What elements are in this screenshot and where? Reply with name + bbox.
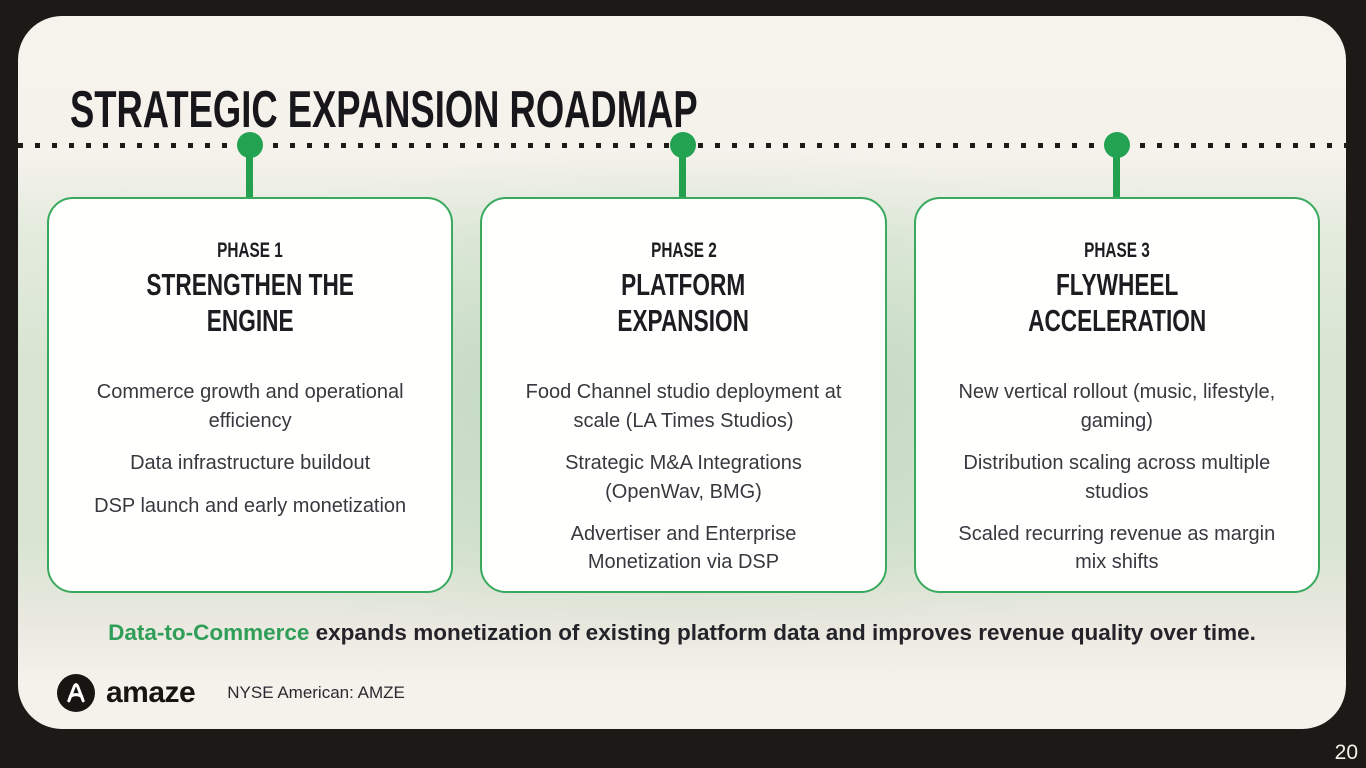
timeline-stem-1	[246, 145, 253, 203]
takeaway-rest: expands monetization of existing platfor…	[309, 620, 1256, 645]
page-title-text: STRATEGIC EXPANSION ROADMAP	[70, 80, 698, 139]
page-title: STRATEGIC EXPANSION ROADMAP	[70, 81, 967, 141]
list-item: Food Channel studio deployment at scale …	[525, 381, 842, 432]
phase-2-items: Food Channel studio deployment at scale …	[520, 378, 846, 576]
list-item: Strategic M&A Integrations (OpenWav, BMG…	[565, 452, 802, 503]
phase-cards-row: PHASE 1 STRENGTHEN THE ENGINE Commerce g…	[47, 197, 1320, 593]
takeaway-statement: Data-to-Commerce expands monetization of…	[18, 618, 1346, 648]
amaze-logo-icon	[57, 674, 95, 712]
list-item: Commerce growth and operational efficien…	[96, 381, 404, 432]
brand-wordmark: amaze	[106, 676, 196, 709]
phase-3-items: New vertical rollout (music, lifestyle, …	[954, 378, 1280, 576]
page-number: 20	[1334, 740, 1358, 764]
slide-canvas: STRATEGIC EXPANSION ROADMAP PHASE 1 STRE…	[18, 16, 1346, 729]
list-item: Data infrastructure buildout	[130, 452, 371, 475]
list-item: DSP launch and early monetization	[94, 494, 407, 517]
phase-card-2: PHASE 2 PLATFORM EXPANSION Food Channel …	[480, 197, 887, 593]
phase-card-1: PHASE 1 STRENGTHEN THE ENGINE Commerce g…	[47, 197, 454, 593]
takeaway-highlight: Data-to-Commerce	[108, 620, 310, 645]
timeline-stem-2	[679, 145, 686, 203]
timeline-stem-3	[1113, 145, 1120, 203]
phase-card-3: PHASE 3 FLYWHEEL ACCELERATION New vertic…	[913, 197, 1320, 593]
ticker-label: NYSE American: AMZE	[227, 683, 405, 702]
list-item: New vertical rollout (music, lifestyle, …	[958, 381, 1276, 432]
timeline-marker-icon-1	[237, 132, 263, 158]
phase-1-items: Commerce growth and operational efficien…	[87, 378, 413, 520]
timeline-marker-icon-3	[1104, 132, 1130, 158]
phase-2-title: PLATFORM EXPANSION	[617, 267, 750, 338]
list-item: Advertiser and Enterprise Monetization v…	[570, 522, 797, 574]
timeline-marker-icon-2	[670, 132, 696, 158]
footer: amaze NYSE American: AMZE	[57, 674, 405, 712]
phase-1-label: PHASE 1	[217, 239, 283, 262]
list-item: Distribution scaling across multiple stu…	[963, 452, 1271, 503]
phase-3-label: PHASE 3	[1084, 239, 1150, 262]
phase-3-title: FLYWHEEL ACCELERATION	[1027, 267, 1206, 338]
phase-1-title: STRENGTHEN THE ENGINE	[146, 267, 354, 338]
phase-2-label: PHASE 2	[650, 239, 717, 262]
list-item: Scaled recurring revenue as margin mix s…	[958, 522, 1276, 574]
